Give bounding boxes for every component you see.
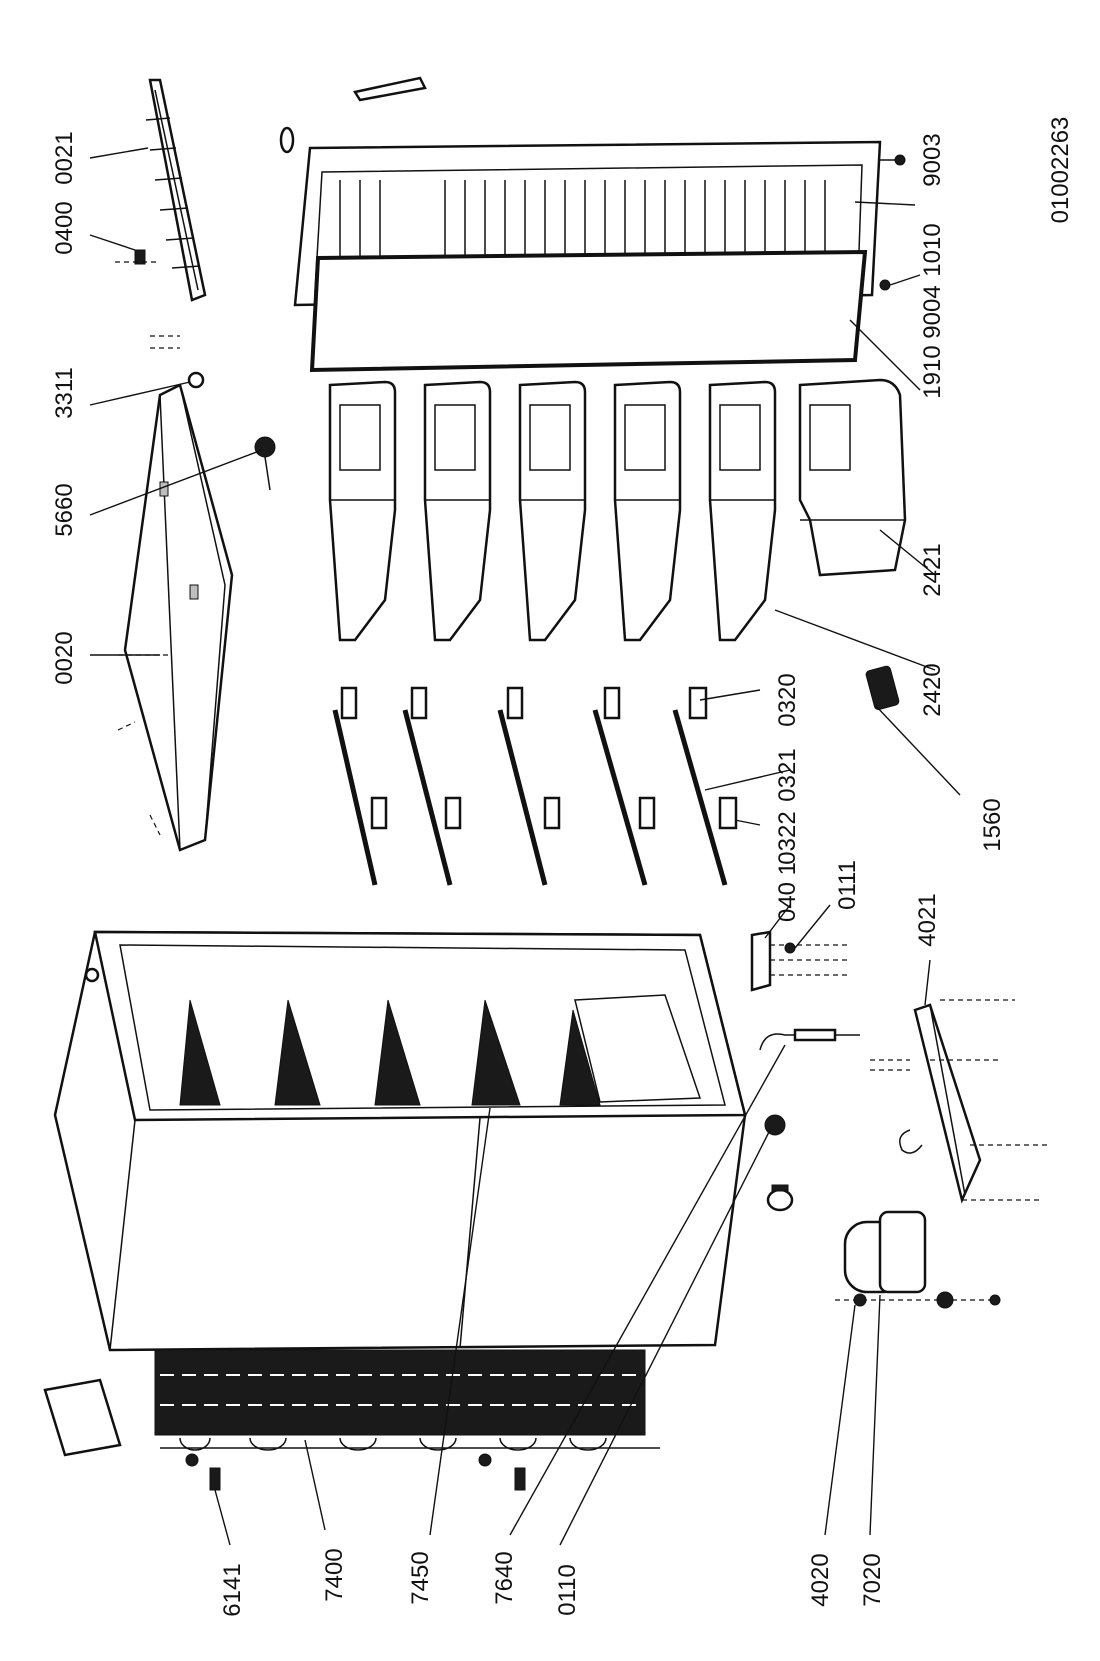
small-screws (150, 335, 180, 349)
door-handle-top (352, 76, 427, 102)
label-0400: 0400 (51, 201, 78, 254)
label-4020: 4020 (807, 1553, 834, 1606)
hinge-pin-5660 (254, 436, 276, 491)
label-9003: 9003 (919, 133, 946, 186)
foot-right (478, 1453, 526, 1491)
compressor-tray-4021 (870, 999, 1050, 1204)
label-2420: 2420 (919, 663, 946, 716)
rating-plate (43, 1378, 122, 1457)
label-0321: 0321 (774, 748, 801, 801)
thermostat-knob-1560 (865, 665, 900, 711)
grommet-part (766, 1184, 794, 1212)
shelf-grill-0021 (145, 78, 207, 302)
lower-compartment (574, 994, 702, 1103)
label-1910: 1910 (919, 345, 946, 398)
label-0401: 040 1 (774, 862, 801, 922)
label-5660: 5660 (51, 483, 78, 536)
rail-set-3 (497, 686, 561, 886)
rail-set-2 (402, 686, 462, 886)
drawer-2420 (708, 380, 777, 642)
label-0320: 0320 (774, 673, 801, 726)
label-9004: 9004 (919, 285, 946, 338)
leader-lines (89, 147, 961, 1546)
door-pin-top (279, 126, 295, 154)
document-code: 01002263 (1047, 117, 1074, 224)
drawer-3 (518, 380, 587, 642)
drawer-4 (613, 380, 682, 642)
rail-set-0321 (672, 686, 738, 886)
label-0322: 0322 (774, 811, 801, 864)
hinge-screw-0111 (784, 942, 796, 954)
part-labels: 0021 0400 3311 5660 0020 9003 1010 9004 … (51, 131, 1006, 1616)
label-7640: 7640 (491, 1551, 518, 1604)
drawer-1 (328, 380, 397, 642)
label-2421: 2421 (919, 543, 946, 596)
label-4021: 4021 (914, 893, 941, 946)
screw-9004 (879, 279, 891, 291)
cabinet-body (53, 930, 747, 1352)
label-1010: 1010 (919, 223, 946, 276)
compressor-7020 (835, 1210, 1001, 1309)
condenser-7400 (154, 1349, 660, 1451)
foot-6141 (185, 1453, 221, 1491)
label-1560: 1560 (979, 798, 1006, 851)
rail-set-1 (332, 686, 388, 886)
door-hinge-0401 (750, 930, 850, 992)
cabinet-evaporator-fins (179, 999, 601, 1106)
rail-set-4 (592, 686, 656, 886)
drawer-2 (423, 380, 492, 642)
label-0020: 0020 (51, 631, 78, 684)
label-0111: 0111 (834, 860, 861, 910)
drier-filter-7640 (759, 1028, 860, 1051)
label-0110: 0110 (554, 1564, 581, 1616)
label-3311: 3311 (51, 367, 78, 419)
relay-4020 (853, 1293, 867, 1307)
label-7400: 7400 (321, 1548, 348, 1601)
label-7450: 7450 (407, 1551, 434, 1604)
label-7020: 7020 (859, 1553, 886, 1606)
hinge-bushing-3311 (187, 371, 205, 389)
drawer-2421 (798, 378, 907, 577)
clip-0400 (115, 249, 160, 265)
label-0021: 0021 (51, 131, 78, 184)
top-cover-0020 (117, 383, 234, 852)
hinge-pin-0110 (764, 1114, 786, 1136)
door-gasket-1910 (309, 249, 868, 373)
label-6141: 6141 (219, 1563, 246, 1616)
screw-9003 (880, 154, 906, 166)
